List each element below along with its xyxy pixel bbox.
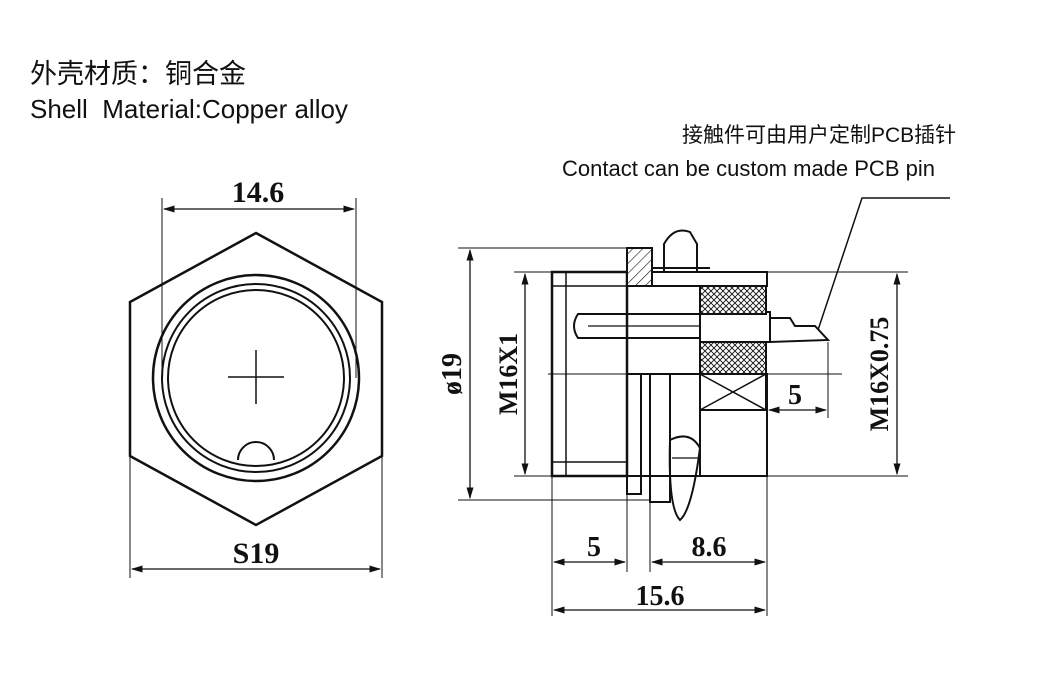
latch-bottom xyxy=(668,435,702,522)
dimension-label-dia19: ø19 xyxy=(437,353,468,395)
callout-note-en: Contact can be custom made PCB pin xyxy=(562,156,935,181)
knurl-block-bottom xyxy=(699,341,767,375)
inner-ring xyxy=(167,289,345,467)
latch-top xyxy=(663,229,698,273)
rear-housing xyxy=(626,373,768,477)
callout-leader-line xyxy=(817,197,950,331)
hex-body xyxy=(128,231,384,527)
dimension-label-m16x0-75: M16X0.75 xyxy=(865,317,894,432)
dimension-label-8-6: 8.6 xyxy=(692,532,727,563)
material-title-en: Shell Material:Copper alloy xyxy=(30,94,348,124)
side-view: ø19 M16X1 M16X0.75 5 5 8.6 15.6 xyxy=(437,229,908,616)
front-view: 14.6 S19 xyxy=(128,176,384,578)
outer-ring xyxy=(151,273,361,483)
flange xyxy=(626,373,642,495)
material-title-cn: 外壳材质：铜合金 xyxy=(30,59,246,89)
dimension-label-s19: S19 xyxy=(233,537,280,570)
knurl-block-top xyxy=(699,285,767,315)
pin-rear xyxy=(699,311,771,343)
hatched-section xyxy=(626,247,653,287)
dimension-label-m16x1: M16X1 xyxy=(494,333,523,415)
dimension-label-14-6: 14.6 xyxy=(232,176,285,209)
pcb-pin-tail xyxy=(769,317,831,344)
hex-nut-side xyxy=(649,373,671,503)
dimension-label-15-6: 15.6 xyxy=(636,581,685,612)
dimension-label-front-5: 5 xyxy=(587,532,601,563)
dimension-label-pin-5: 5 xyxy=(788,380,802,411)
insulator-cross xyxy=(699,373,767,411)
key-notch xyxy=(237,441,275,461)
contact-pin xyxy=(573,313,701,339)
callout-note-cn: 接触件可由用户定制PCB插针 xyxy=(682,124,956,147)
